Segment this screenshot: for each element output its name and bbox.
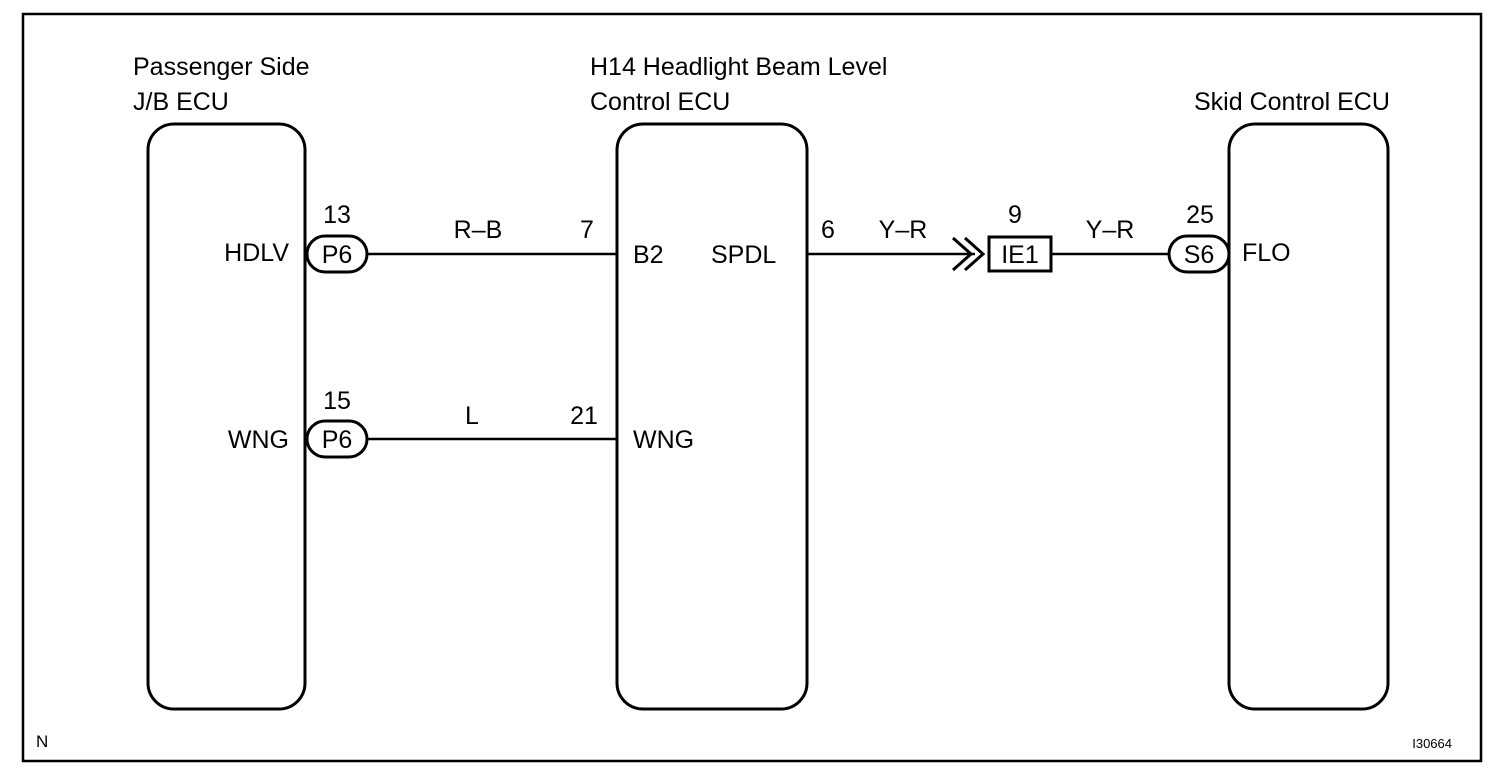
wire-r-b-label: R–B [454,216,503,244]
terminal-spdl-label: SPDL [711,241,776,269]
figure-id: I30664 [1412,736,1452,751]
junction-ie1-box [987,235,1053,273]
junction-arrow-inner [964,236,986,272]
pin-9-label: 9 [1008,201,1022,229]
beam-ecu-title-line1: H14 Headlight Beam Level [590,53,887,81]
diagram-frame [21,12,1483,763]
passenger-side-jb-ecu-box [146,122,307,711]
pin-25-label: 25 [1186,201,1214,229]
terminal-wng-left-label: WNG [228,426,289,454]
wire-y-r-1-label: Y–R [879,216,928,244]
connector-p6-top [305,234,369,274]
connector-s6-label: S6 [1184,241,1215,269]
wire-l-label: L [465,402,479,430]
connector-p6-top-label: P6 [322,241,353,269]
skid-control-ecu-box [1227,122,1390,711]
terminal-b2-label: B2 [633,241,664,269]
junction-ie1-label: IE1 [1001,241,1039,269]
connector-p6-bottom-label: P6 [322,426,353,454]
pin-21-label: 21 [570,402,598,430]
passenger-ecu-title-line2: J/B ECU [133,88,229,116]
pin-13-label: 13 [323,201,351,229]
passenger-ecu-title-line1: Passenger Side [133,53,310,81]
pin-7-label: 7 [580,216,594,244]
terminal-wng-right-label: WNG [633,426,694,454]
connector-s6 [1167,234,1231,274]
beam-ecu-title-line2: Control ECU [590,88,730,116]
headlight-beam-level-ecu-box [615,122,809,711]
junction-arrow-outer [952,236,974,272]
terminal-hdlv-label: HDLV [224,239,289,267]
skid-ecu-title: Skid Control ECU [1194,88,1390,116]
corner-mark-n: N [36,732,48,751]
wire-y-r-2-label: Y–R [1086,216,1135,244]
pin-15-label: 15 [323,387,351,415]
terminal-flo-label: FLO [1242,239,1291,267]
connector-p6-bottom [305,419,369,459]
pin-6-label: 6 [821,216,835,244]
